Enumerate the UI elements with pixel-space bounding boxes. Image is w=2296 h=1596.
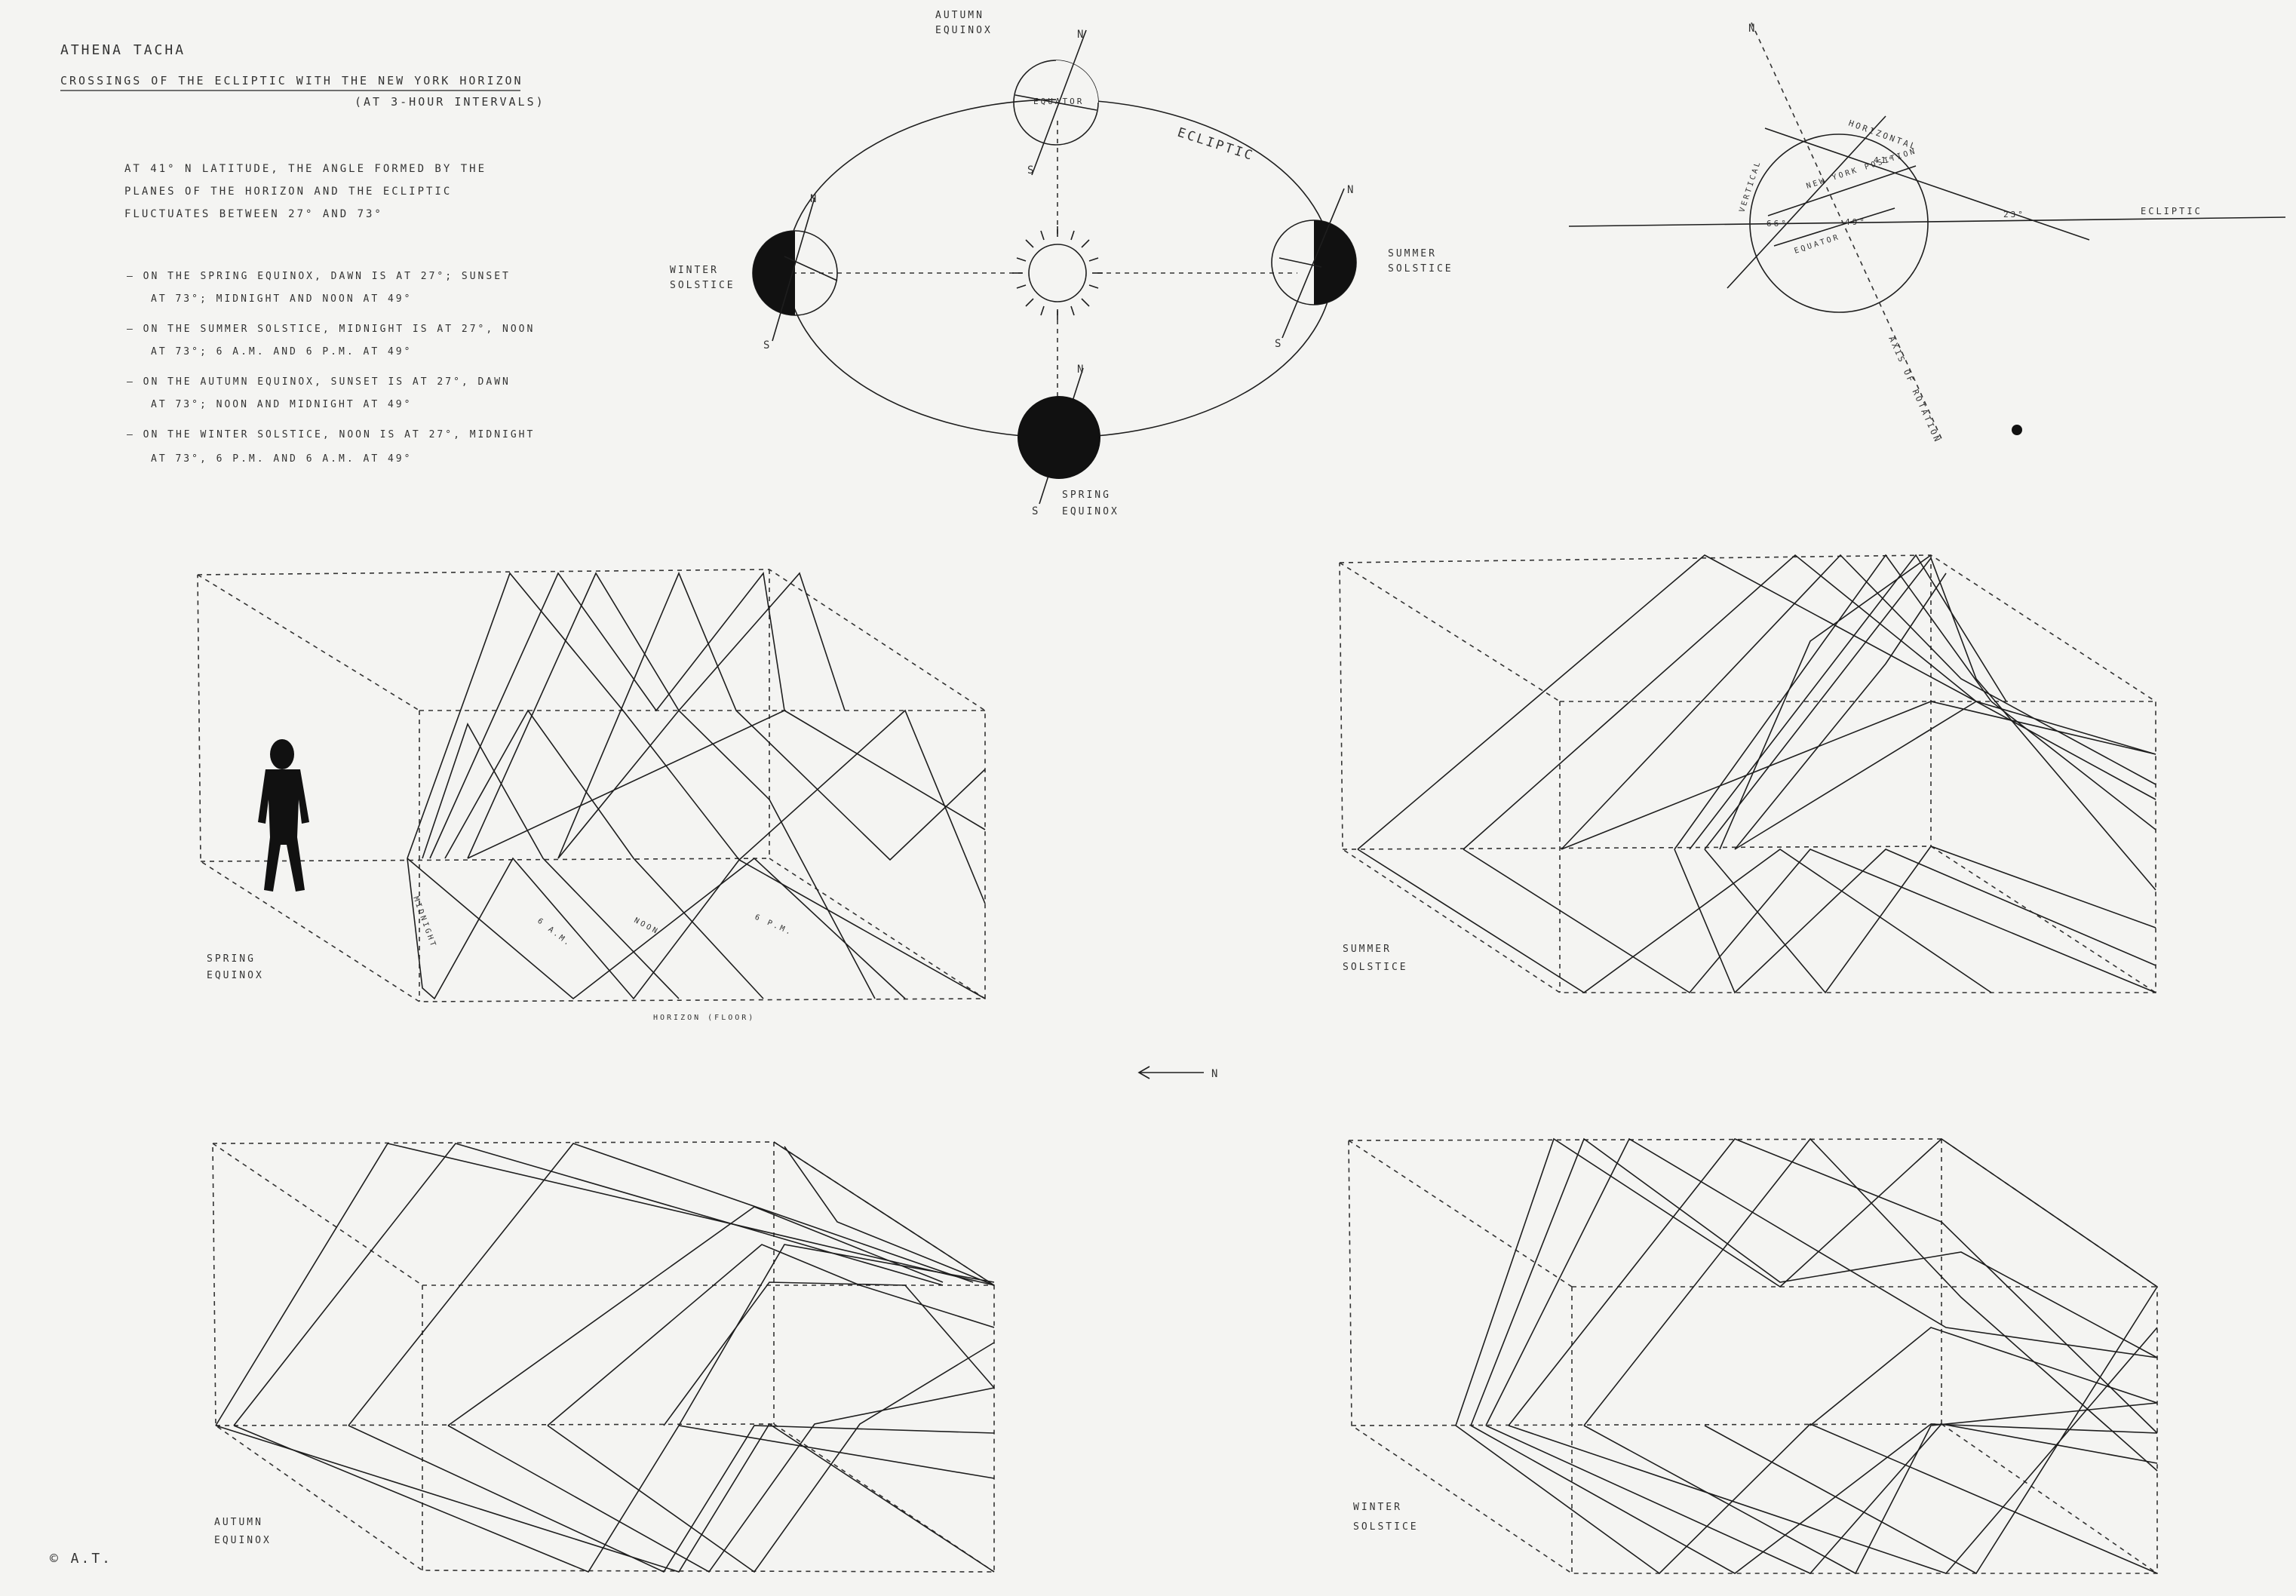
label-summer-2: SOLSTICE bbox=[1388, 263, 1453, 275]
angle-49-label: 49° bbox=[1845, 217, 1867, 227]
label-summer: SUMMER bbox=[1388, 248, 1437, 259]
panel-label-summer-2: SOLSTICE bbox=[1343, 962, 1408, 973]
north-arrow-label: N bbox=[1211, 1068, 1220, 1080]
earth-summer-solstice: N S bbox=[1272, 184, 1356, 350]
south-label: S bbox=[763, 339, 772, 351]
panel-autumn-equinox: AUTUMN EQUINOX bbox=[213, 1142, 994, 1572]
horizon-floor-label: HORIZON (FLOOR) bbox=[653, 1014, 755, 1022]
panel-label-spring-1: SPRING bbox=[207, 953, 256, 965]
label-autumn: AUTUMN bbox=[935, 10, 984, 21]
angle-66-label: 66° bbox=[1767, 219, 1788, 229]
vertical-label: VERTICAL bbox=[1738, 159, 1763, 213]
sun-icon bbox=[1012, 226, 1103, 320]
north-label: N bbox=[1347, 184, 1355, 196]
intro-line-3: FLUCTUATES BETWEEN 27° AND 73° bbox=[124, 208, 383, 220]
north-arrow: N bbox=[1139, 1067, 1220, 1080]
north-label: N bbox=[810, 193, 818, 205]
ecliptic-label-2: ECLIPTIC bbox=[2141, 206, 2202, 216]
note-line-2: AT 73°; MIDNIGHT AND NOON AT 49° bbox=[151, 293, 412, 305]
note-line-5: — ON THE AUTUMN EQUINOX, SUNSET IS AT 27… bbox=[127, 376, 511, 388]
south-label: S bbox=[1275, 338, 1283, 350]
label-winter-2: SOLSTICE bbox=[670, 280, 735, 291]
ecliptic-line bbox=[1569, 217, 2285, 226]
spring-noon-label: NOON bbox=[633, 916, 661, 937]
header: ATHENA TACHA CROSSINGS OF THE ECLIPTIC W… bbox=[60, 42, 545, 109]
signature-mark: © A.T. bbox=[50, 1551, 112, 1567]
drawing-title: CROSSINGS OF THE ECLIPTIC WITH THE NEW Y… bbox=[60, 74, 523, 87]
label-spring-2: EQUINOX bbox=[1062, 506, 1119, 517]
south-label: S bbox=[1032, 505, 1040, 517]
drawing-subtitle: (AT 3-HOUR INTERVALS) bbox=[355, 95, 545, 109]
panel-winter-solstice: WINTER SOLSTICE bbox=[1349, 1139, 2157, 1573]
angle-41-label: 41° bbox=[1874, 155, 1895, 165]
person-silhouette-icon bbox=[258, 739, 309, 892]
north-label: N bbox=[1077, 29, 1085, 41]
note-line-8: AT 73°, 6 P.M. AND 6 A.M. AT 49° bbox=[151, 453, 412, 465]
angle-diagram: N ECLIPTIC HORIZONTAL NEW YORK POSITION … bbox=[1569, 23, 2285, 445]
panel-label-winter-1: WINTER bbox=[1353, 1502, 1402, 1513]
note-line-7: — ON THE WINTER SOLSTICE, NOON IS AT 27°… bbox=[127, 429, 535, 440]
intro-line-1: AT 41° N LATITUDE, THE ANGLE FORMED BY T… bbox=[124, 163, 487, 175]
panel-label-summer-1: SUMMER bbox=[1343, 944, 1392, 955]
axis-rotation-label: AXIS OF ROTATION bbox=[1886, 335, 1943, 445]
intro-line-2: PLANES OF THE HORIZON AND THE ECLIPTIC bbox=[124, 186, 452, 198]
label-spring: SPRING bbox=[1062, 490, 1111, 501]
note-line-4: AT 73°; 6 A.M. AND 6 P.M. AT 49° bbox=[151, 346, 412, 358]
panel-label-autumn-1: AUTUMN bbox=[214, 1517, 263, 1528]
panel-summer-solstice: SUMMER SOLSTICE bbox=[1340, 555, 2156, 993]
note-line-3: — ON THE SUMMER SOLSTICE, MIDNIGHT IS AT… bbox=[127, 324, 535, 335]
label-autumn-2: EQUINOX bbox=[935, 25, 993, 36]
spring-6pm-label: 6 P.M. bbox=[754, 913, 794, 938]
equator-label-2: EQUATOR bbox=[1794, 233, 1841, 256]
panel-spring-equinox: SPRING EQUINOX MIDNIGHT 6 A.M. NOON 6 P.… bbox=[198, 569, 985, 1022]
north-label: N bbox=[1077, 364, 1085, 376]
author-name: ATHENA TACHA bbox=[60, 42, 186, 58]
label-winter: WINTER bbox=[670, 265, 719, 276]
dot-mark bbox=[2012, 425, 2022, 435]
note-line-1: — ON THE SPRING EQUINOX, DAWN IS AT 27°;… bbox=[127, 271, 511, 282]
panel-label-winter-2: SOLSTICE bbox=[1353, 1521, 1419, 1533]
south-label: S bbox=[1027, 164, 1036, 176]
angle-23-label: 23° bbox=[2003, 210, 2025, 219]
note-line-6: AT 73°; NOON AND MIDNIGHT AT 49° bbox=[151, 399, 412, 410]
notes: AT 41° N LATITUDE, THE ANGLE FORMED BY T… bbox=[124, 163, 535, 465]
axis-n-label: N bbox=[1748, 23, 1757, 35]
earth-winter-solstice: N S bbox=[753, 193, 837, 351]
earth-autumn-equinox: EQUATOR N S bbox=[1014, 29, 1098, 176]
orbit-diagram: EQUATOR N S AUTUMN EQUINOX N S WINTER SO… bbox=[670, 10, 1453, 517]
equator-label: EQUATOR bbox=[1033, 97, 1084, 106]
panel-label-autumn-2: EQUINOX bbox=[214, 1535, 272, 1546]
panel-label-spring-2: EQUINOX bbox=[207, 970, 264, 981]
